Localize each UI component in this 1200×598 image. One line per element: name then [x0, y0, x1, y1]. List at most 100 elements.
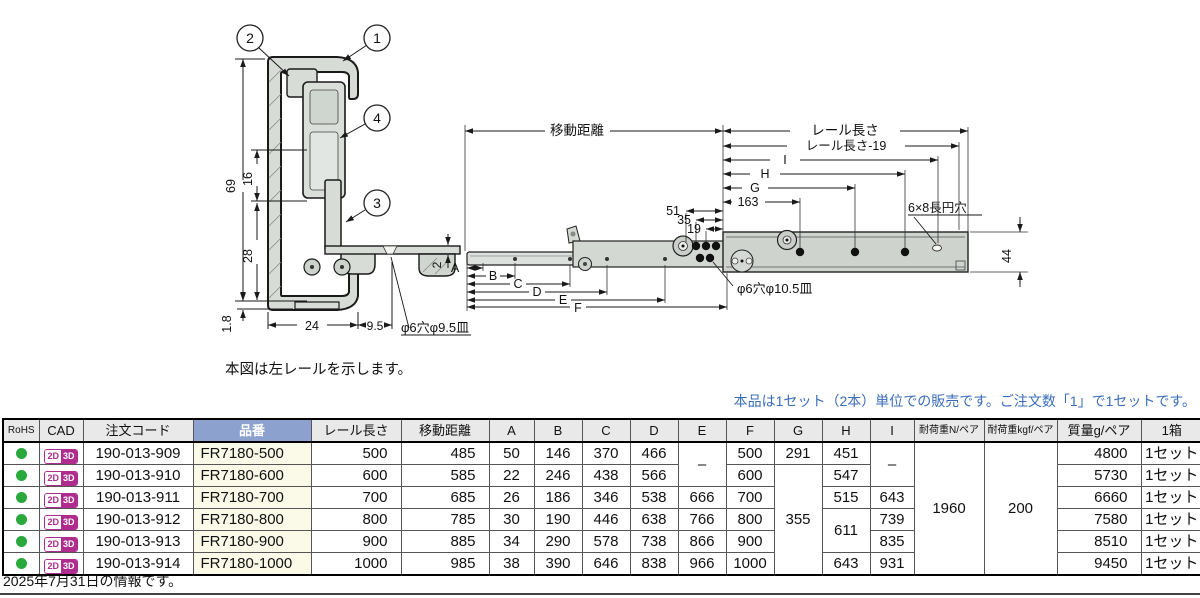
bottom-divider: [0, 593, 1200, 595]
dim-b-label: B: [489, 269, 497, 283]
spec-cell: 190-013-909: [82, 441, 194, 465]
spec-cell: 451: [821, 441, 871, 465]
spec-cell: 6660: [1056, 486, 1142, 509]
dim-69-label: 69: [224, 179, 238, 193]
hole-left-label: φ6穴φ9.5皿: [401, 320, 469, 335]
spec-cell: 638: [629, 508, 679, 531]
spec-cell: FR7180-500: [192, 441, 312, 465]
spec-cell: FR7180-700: [192, 486, 312, 509]
spec-cell: 8510: [1056, 530, 1142, 553]
rohs-compliant-icon: [15, 469, 27, 481]
spec-cell: 800: [310, 508, 402, 531]
column-header: 耐荷重kgf/ペア: [983, 418, 1058, 443]
cross-section-drawing: 69 16 28 1.8 24 9.5 2 φ6穴φ9.5皿 2 1 4 3: [220, 24, 471, 336]
spec-cell: 643: [821, 552, 871, 576]
outer-rail-profile: [267, 56, 359, 311]
spec-cell: 700: [725, 486, 775, 509]
rail-length-label: レール長さ: [811, 123, 879, 138]
dim-51-label: 51: [666, 204, 680, 218]
column-header: 注文コード: [82, 418, 194, 443]
spec-cell: 885: [400, 530, 490, 553]
callout-1: 1: [373, 30, 381, 46]
spec-cell: 900: [725, 530, 775, 553]
spec-cell: 146: [533, 441, 583, 465]
spec-cell: 866: [677, 530, 727, 553]
spec-cell: 446: [581, 508, 631, 531]
spec-cell: 290: [533, 530, 583, 553]
spec-cell: 34: [488, 530, 535, 553]
dim-d-label: D: [532, 285, 541, 299]
move-distance-label: 移動距離: [550, 123, 604, 138]
spec-cell: 766: [677, 508, 727, 531]
hole-right-label: φ6穴φ10.5皿: [737, 281, 812, 296]
rohs-cell: [2, 508, 40, 531]
spec-cell: 566: [629, 464, 679, 487]
spec-cell: 1000: [310, 552, 402, 576]
dim-19-label: 19: [687, 222, 701, 236]
column-header: D: [629, 418, 679, 443]
spec-cell: FR7180-900: [192, 530, 312, 553]
column-header: B: [533, 418, 583, 443]
column-header: H: [821, 418, 871, 443]
spec-cell: 739: [869, 508, 915, 531]
dim-g-label: G: [750, 181, 760, 195]
dim-e-label: E: [559, 293, 567, 307]
dim-35-label: 35: [677, 213, 691, 227]
spec-cell: 346: [581, 486, 631, 509]
dimension-labels: 移動距離 レール長さ レール長さ-19 I H G 163 51 35 19 A…: [451, 123, 1014, 315]
callouts: 2 1 4 3: [236, 24, 391, 223]
column-header: レール長さ: [310, 418, 402, 443]
spec-cell: 585: [400, 464, 490, 487]
spec-cell: 1960: [913, 441, 985, 576]
spec-cell: –: [677, 441, 727, 487]
spec-cell: 5730: [1056, 464, 1142, 487]
spec-cell: 355: [773, 464, 823, 576]
outer-rail: [722, 231, 969, 273]
spec-cell: 931: [869, 552, 915, 576]
spec-cell: 1セット: [1140, 486, 1200, 509]
dim-44-label: 44: [1000, 249, 1014, 263]
oblong-hole: [932, 244, 942, 252]
spec-cell: 600: [310, 464, 402, 487]
spec-cell: 26: [488, 486, 535, 509]
dim-163-label: 163: [738, 195, 759, 209]
oblong-hole-label: 6×8長円穴: [908, 200, 967, 215]
spec-cell: –: [869, 441, 915, 487]
hatch-lines: [268, 69, 282, 299]
dimension-lines: [465, 128, 1023, 310]
dim-h-label: H: [760, 167, 769, 181]
column-header: I: [869, 418, 915, 443]
spec-cell: 1セット: [1140, 441, 1200, 465]
rohs-compliant-icon: [15, 557, 27, 569]
spec-cell: 643: [869, 486, 915, 509]
dim-16-label: 16: [241, 172, 255, 186]
sale-unit-note: 本品は1セット（2本）単位での販売です。ご注文数「1」で1セットです。: [733, 393, 1196, 409]
spec-cell: 646: [581, 552, 631, 576]
spec-cell: 685: [400, 486, 490, 509]
spec-cell: FR7180-800: [192, 508, 312, 531]
spec-cell: 738: [629, 530, 679, 553]
left-rail-note: 本図は左レールを示します。: [225, 362, 413, 378]
spec-cell: 4800: [1056, 441, 1142, 465]
column-header: 質量g/ペア: [1056, 418, 1142, 443]
rohs-compliant-icon: [15, 491, 27, 503]
rail-length-minus19-label: レール長さ-19: [806, 139, 887, 153]
spec-cell: 190: [533, 508, 583, 531]
spec-cell: 600: [725, 464, 775, 487]
